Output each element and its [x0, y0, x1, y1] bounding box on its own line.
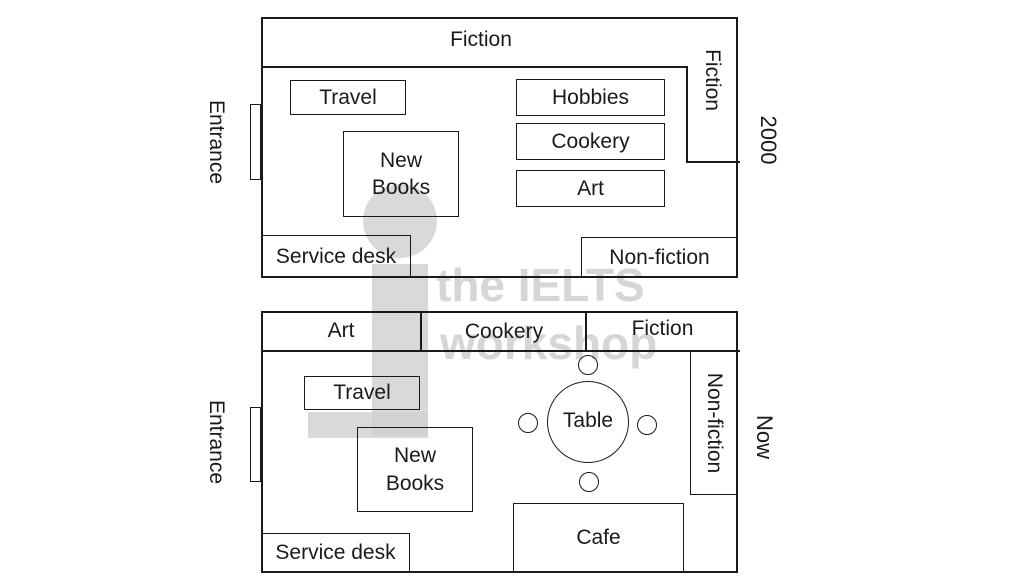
- table-circle: [547, 381, 629, 463]
- entrance-label-now: Entrance: [205, 399, 228, 485]
- section-travel-now: Travel: [304, 376, 420, 410]
- entrance-label-2000: Entrance: [205, 99, 228, 185]
- new-books-now-line2: Books: [385, 471, 445, 495]
- divider-art-cookery: [420, 311, 422, 350]
- section-non-fiction-now: [690, 350, 738, 495]
- section-art-now: Art: [327, 318, 355, 342]
- section-hobbies: Hobbies: [516, 79, 665, 116]
- watermark-i-foot: [308, 412, 428, 438]
- period-label-now: Now: [752, 414, 777, 460]
- section-cookery-now: Cookery: [464, 320, 544, 344]
- chair-right: [637, 415, 657, 435]
- section-travel-2000: Travel: [290, 80, 406, 115]
- section-fiction-side: Fiction: [701, 49, 724, 111]
- section-non-fiction-2000: Non-fiction: [581, 237, 738, 278]
- chair-left: [518, 413, 538, 433]
- floor-plan-2000: [261, 17, 740, 278]
- section-new-books-2000: New Books: [343, 131, 459, 217]
- watermark-i-dot: [363, 184, 437, 258]
- fiction-l-shape-inner-wall: [263, 66, 687, 68]
- period-label-2000: 2000: [756, 115, 781, 165]
- chair-bottom: [579, 472, 599, 492]
- divider-cookery-fiction: [585, 311, 587, 350]
- section-new-books-now: New Books: [357, 427, 473, 512]
- table-label: Table: [562, 409, 614, 432]
- section-fiction-top: Fiction: [450, 28, 512, 51]
- fiction-l-shape-bottom-wall: [686, 161, 740, 163]
- section-cookery-2000: Cookery: [516, 123, 665, 160]
- section-non-fiction-now-label: Non-fiction: [703, 372, 726, 474]
- section-service-desk-now: Service desk: [261, 533, 410, 573]
- new-books-2000-line1: New: [379, 148, 422, 172]
- new-books-now-line1: New: [393, 444, 436, 468]
- section-art-2000: Art: [516, 170, 665, 207]
- entrance-door-now: [250, 407, 261, 482]
- top-shelf-bottom-wall: [263, 350, 740, 352]
- section-cafe: Cafe: [513, 503, 684, 573]
- new-books-2000-line2: Books: [371, 176, 431, 199]
- chair-top: [578, 355, 598, 375]
- section-service-desk-2000: Service desk: [261, 235, 411, 278]
- entrance-door-2000: [250, 104, 261, 180]
- section-fiction-now: Fiction: [631, 317, 694, 341]
- fiction-l-shape-inner-wall-vertical: [686, 66, 688, 163]
